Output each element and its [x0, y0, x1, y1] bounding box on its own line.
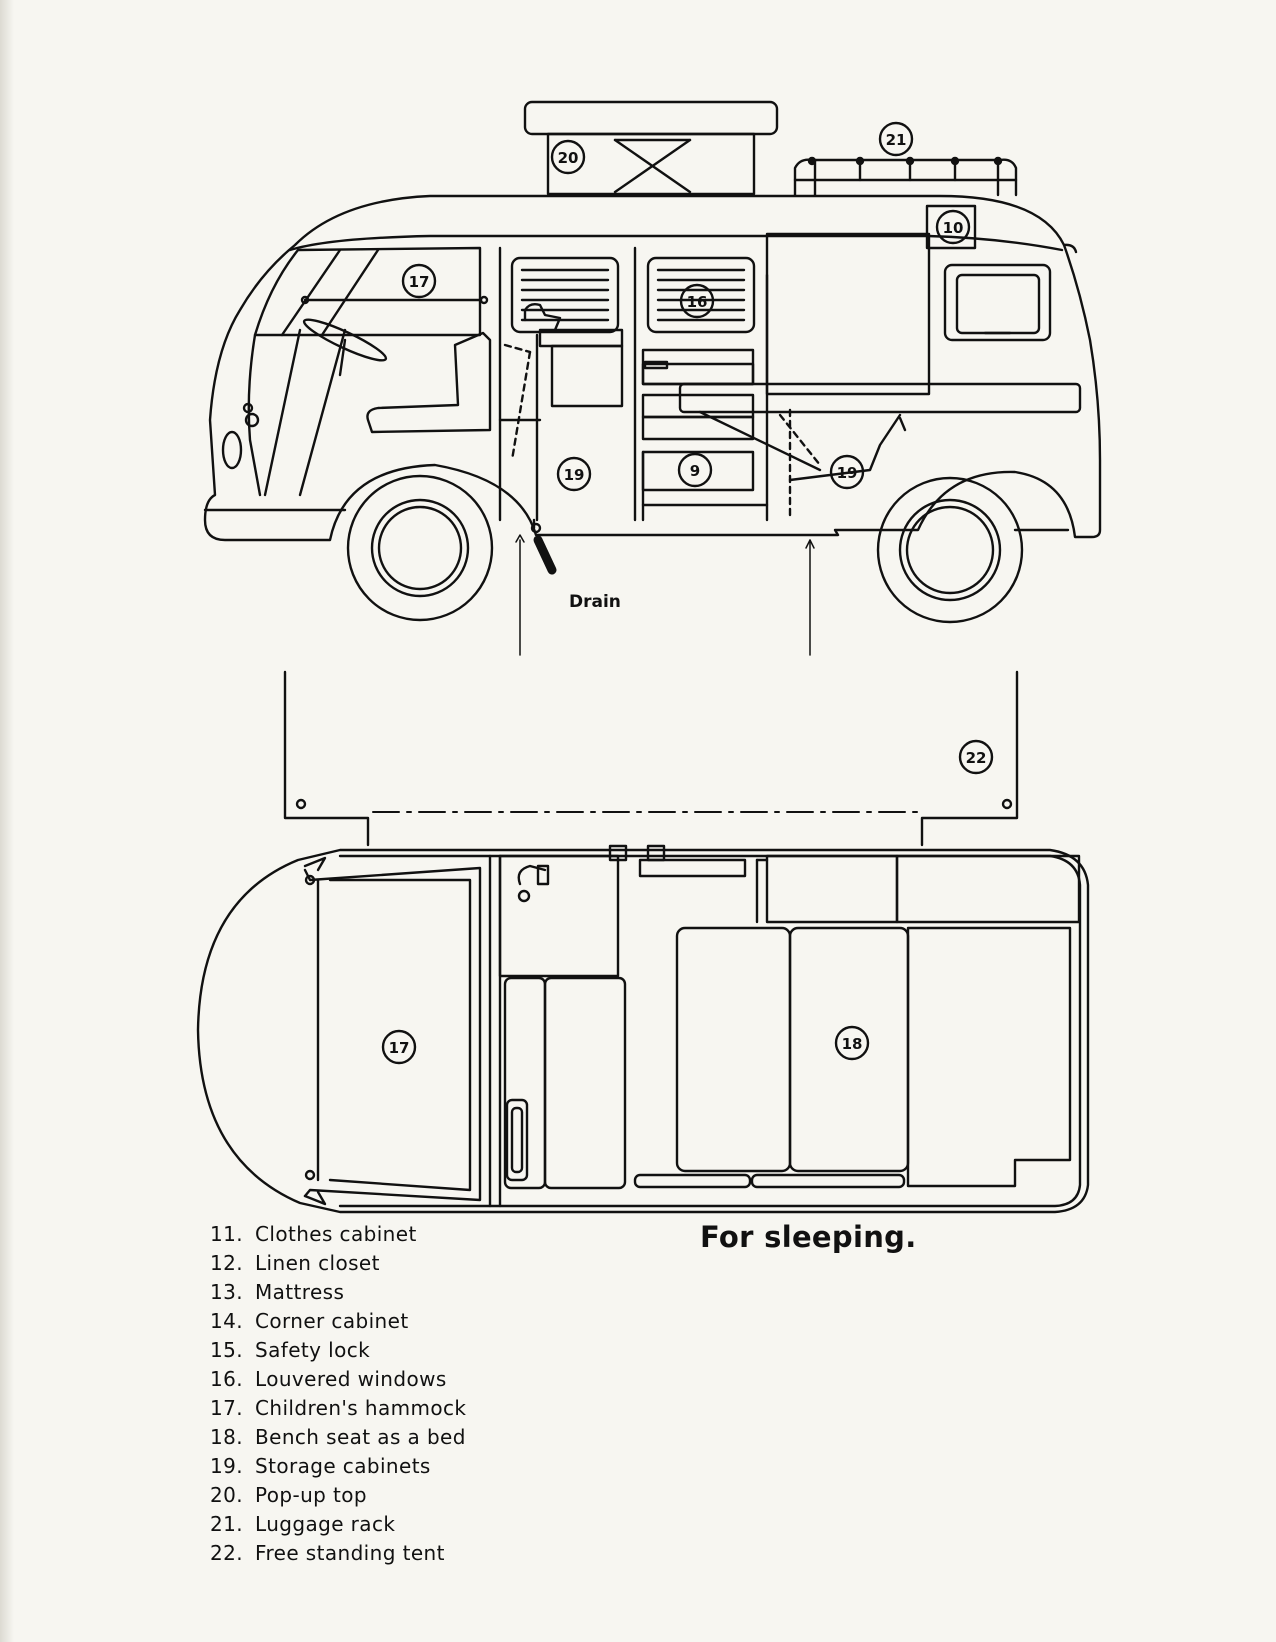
windshield — [253, 246, 482, 337]
svg-text:16: 16 — [687, 293, 708, 311]
svg-text:22: 22 — [966, 749, 987, 767]
drain-label: Drain — [569, 592, 621, 612]
legend-item: 17.Children's hammock — [210, 1396, 467, 1420]
svg-text:17: 17 — [409, 273, 430, 291]
legend-item: 18.Bench seat as a bed — [210, 1425, 466, 1449]
van-body-outline — [203, 194, 1102, 542]
legend-item: 20.Pop-up top — [210, 1483, 367, 1507]
callout-17-side: 17 — [401, 263, 437, 299]
legend-item: 15.Safety lock — [210, 1338, 371, 1362]
callout-19-rear: 19 — [829, 454, 865, 490]
legend-list: 11.Clothes cabinet 12.Linen closet 13.Ma… — [210, 1220, 466, 1568]
camper-van-diagram: Drain — [196, 100, 1102, 1214]
caption-for-sleeping: For sleeping. — [700, 1220, 917, 1254]
front-wheel — [346, 474, 494, 622]
legend-item: 16.Louvered windows — [210, 1367, 447, 1391]
callout-10: 10 — [935, 209, 971, 245]
svg-text:19: 19 — [837, 464, 858, 482]
plan-view — [196, 670, 1090, 1214]
callout-22: 22 — [958, 739, 994, 775]
callout-18: 18 — [834, 1025, 870, 1061]
legend-item: 11.Clothes cabinet — [210, 1222, 417, 1246]
bench-bed-side — [678, 382, 1082, 414]
legend-item: 12.Linen closet — [210, 1251, 380, 1275]
legend-item: 19.Storage cabinets — [210, 1454, 431, 1478]
legend-item: 13.Mattress — [210, 1280, 345, 1304]
luggage-rack — [793, 156, 1018, 197]
rear-wheel — [876, 476, 1024, 624]
svg-text:10: 10 — [943, 219, 964, 237]
bench-bed-plan — [633, 926, 1072, 1189]
callout-17-plan: 17 — [381, 1029, 417, 1065]
louvered-window-front — [510, 256, 620, 334]
svg-text:9: 9 — [690, 462, 700, 480]
free-standing-tent — [283, 670, 1019, 847]
legend-item: 22.Free standing tent — [210, 1541, 445, 1565]
front-seat — [366, 331, 492, 434]
callout-16: 16 — [679, 283, 715, 319]
svg-text:20: 20 — [558, 149, 579, 167]
page-edge-shadow — [0, 0, 14, 1642]
callout-21: 21 — [878, 121, 914, 157]
van-plan-outline — [196, 848, 1090, 1214]
svg-text:21: 21 — [886, 131, 907, 149]
legend-item: 14.Corner cabinet — [210, 1309, 409, 1333]
pop-up-top — [523, 100, 779, 196]
louvered-window-middle — [646, 256, 756, 334]
hammock-plan — [303, 866, 482, 1202]
callout-19-front: 19 — [556, 456, 592, 492]
callout-9: 9 — [677, 452, 713, 488]
svg-text:17: 17 — [389, 1039, 410, 1057]
drain-pipe — [530, 518, 557, 575]
svg-text:19: 19 — [564, 466, 585, 484]
side-view — [203, 100, 1102, 656]
svg-text:18: 18 — [842, 1035, 863, 1053]
callout-20: 20 — [550, 139, 586, 175]
legend-item: 21.Luggage rack — [210, 1512, 396, 1536]
